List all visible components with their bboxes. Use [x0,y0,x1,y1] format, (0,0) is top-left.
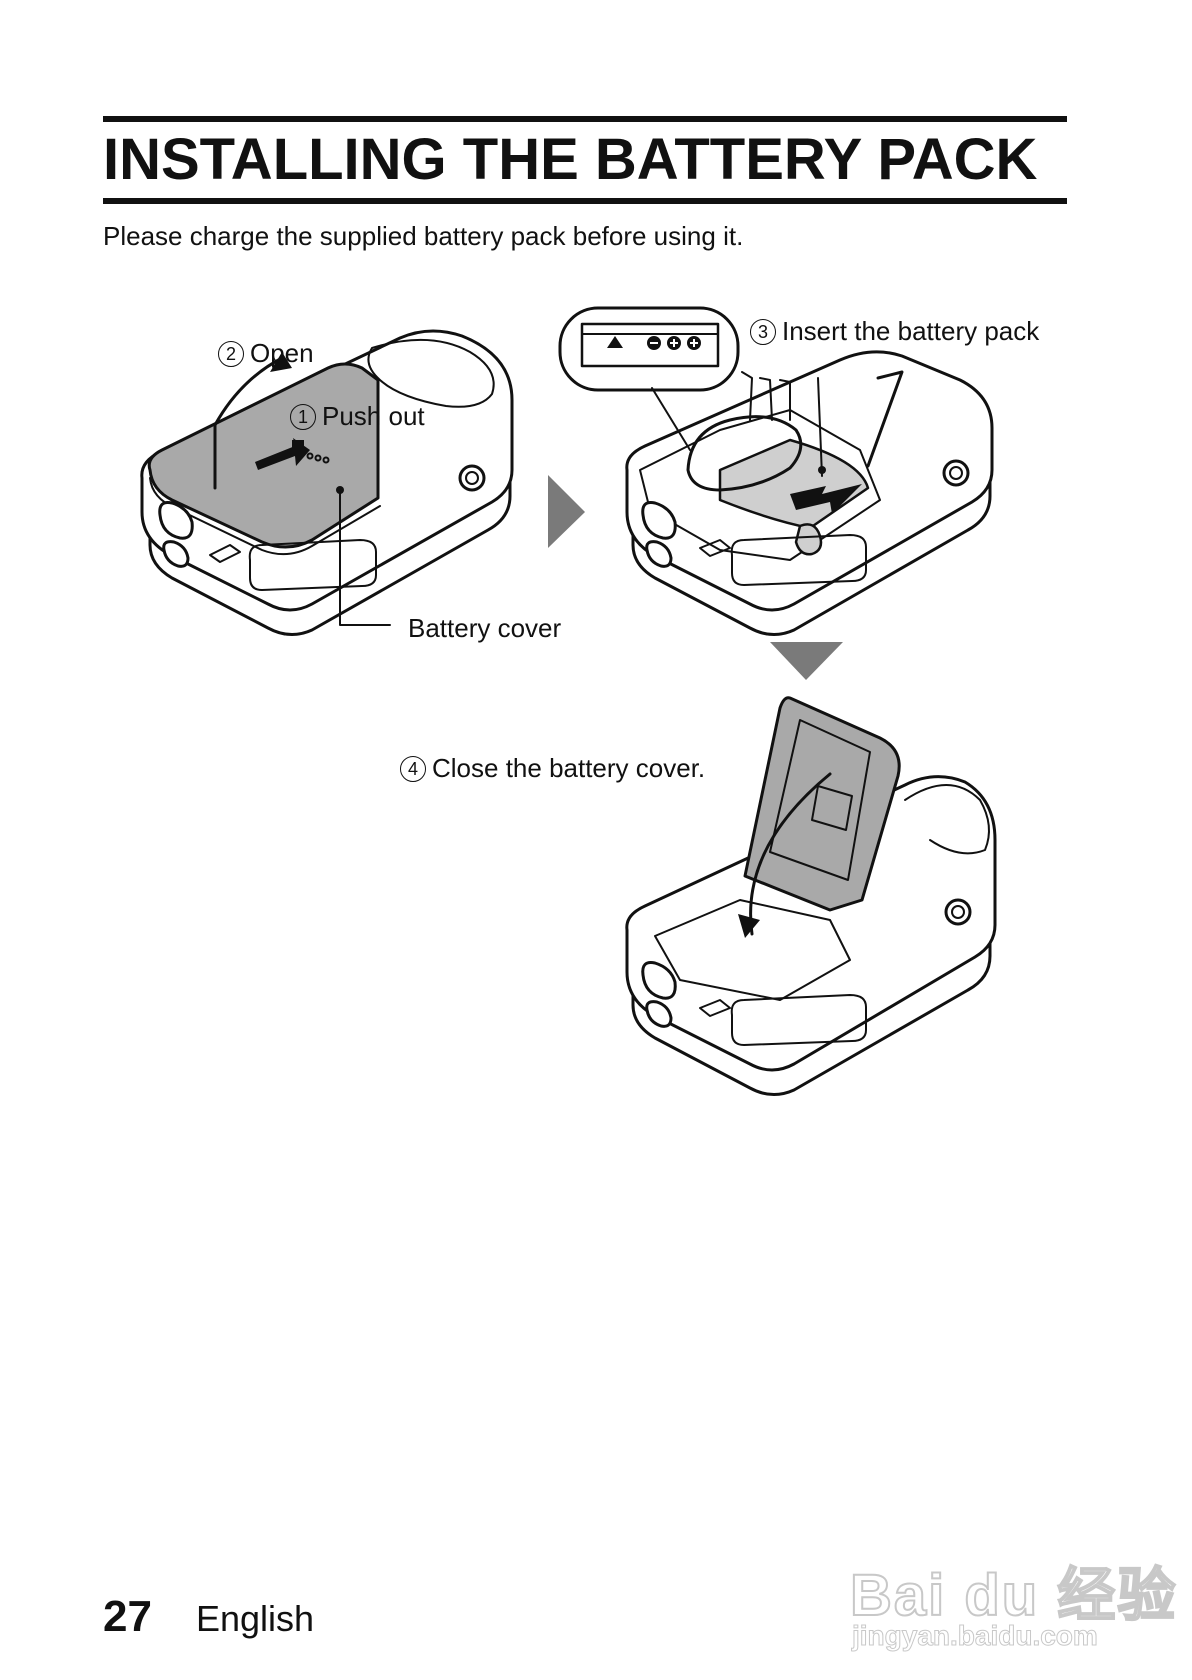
language-label: English [196,1598,315,1639]
camera-battery-insert-drawing [558,306,994,636]
battery-cover-callout: Battery cover [408,613,562,643]
step-3-number: 3 [750,319,776,345]
baidu-watermark-url: jingyan.baidu.com [852,1620,1099,1652]
step-arrow-right [548,475,585,548]
step-2-number: 2 [218,341,244,367]
baidu-watermark-logo: Bai du 经验 [849,1562,1178,1629]
title-rule-bottom [103,198,1067,204]
intro-text: Please charge the supplied battery pack … [103,221,744,251]
camera-cover-closed-drawing [140,329,514,636]
step-4-label: Close the battery cover. [432,753,706,783]
step-1-label: Push out [322,401,425,431]
title-rule-top [103,116,1067,122]
page-number: 27 [103,1592,152,1641]
camera-cover-closing-drawing [625,696,997,1096]
step-4-number: 4 [400,756,426,782]
step-3-label: Insert the battery pack [782,316,1040,346]
step-arrow-down [770,642,843,680]
page-title: INSTALLING THE BATTERY PACK [103,127,1038,192]
step-2-label: Open [250,338,314,368]
step-1-number: 1 [290,404,316,430]
baidu-watermark: Bai du 经验 jingyan.baidu.com [849,1520,1176,1660]
